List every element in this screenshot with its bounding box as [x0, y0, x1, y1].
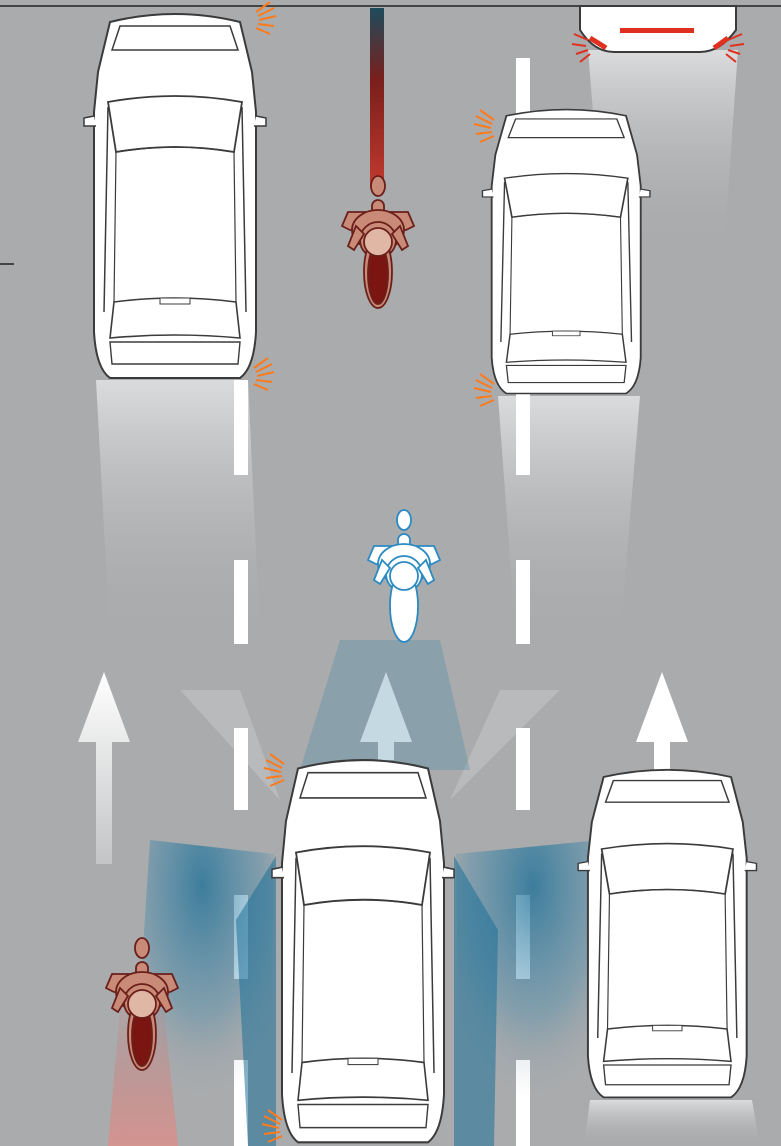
motorcycle-red-top-trail: [370, 8, 384, 188]
car-middle-right: [482, 110, 649, 394]
car-top-left: [84, 14, 266, 378]
car-bottom-center: [272, 760, 454, 1142]
car-bottom-right: [578, 770, 756, 1098]
car-bottom-right-light: [584, 1100, 760, 1146]
